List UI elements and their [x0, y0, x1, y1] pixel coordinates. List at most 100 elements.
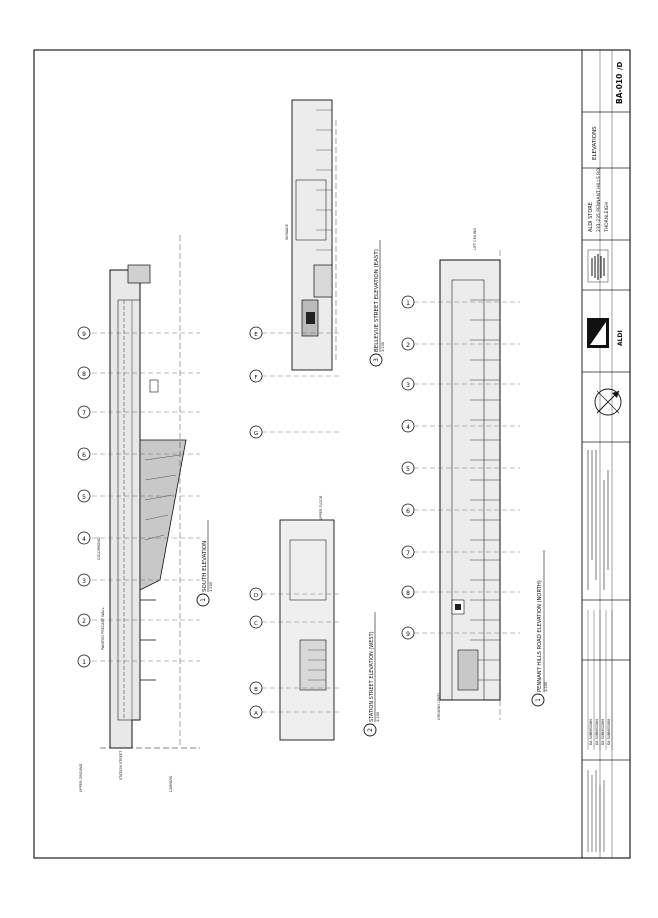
project-line-3: THORNLEIGH [604, 202, 610, 233]
svg-text:SOUTH ELEVATION: SOUTH ELEVATION [202, 541, 208, 592]
general-notes [587, 770, 605, 852]
svg-text:1: 1 [535, 698, 542, 702]
svg-text:6: 6 [406, 508, 410, 515]
elevation-title: 2 STATION STREET ELEVATION (WEST) 1:200 [363, 612, 380, 737]
elevation-title: 3 BELLEVUE STREET ELEVATION (EAST) 1:200 [369, 240, 385, 367]
revision-row: DA SUBMISSION [589, 719, 593, 745]
grid-bubble: 9 [77, 326, 91, 340]
grid-bubble: F [249, 369, 263, 383]
label-upper-ground: UPPER GROUND [79, 763, 83, 792]
grid-bubble: 8 [401, 585, 415, 599]
project-line-1: ALDI STORE [588, 202, 594, 232]
svg-text:3: 3 [406, 382, 410, 389]
revision-row: DA SUBMISSION [601, 719, 605, 745]
sheet-border [33, 49, 631, 859]
grid-bubble: 6 [401, 503, 415, 517]
aldi-logo: ALDI [587, 318, 624, 348]
grid-bubble: G [249, 425, 263, 439]
label-station-street: STATION STREET [119, 750, 123, 780]
grid-bubble: 8 [77, 366, 91, 380]
svg-text:1:200: 1:200 [209, 582, 213, 592]
label-signage: SIGNAGE [285, 224, 289, 240]
grid-bubble: 5 [401, 461, 415, 475]
svg-text:1: 1 [406, 300, 410, 307]
elevation-title: 1 SOUTH ELEVATION 1:200 [196, 520, 213, 607]
svg-text:1:200: 1:200 [544, 682, 548, 692]
grid-bubble: 9 [401, 626, 415, 640]
elevation-title: 1 PENNANT HILLS ROAD ELEVATION (NORTH) 1… [531, 550, 548, 707]
grid-bubble: 5 [77, 489, 91, 503]
north-arrow-icon [594, 388, 622, 416]
grid-bubble: 2 [401, 337, 415, 351]
project-line-2: 231-235 PENNANT HILLS RD [596, 168, 602, 232]
grid-bubble: 4 [401, 419, 415, 433]
svg-text:F: F [254, 375, 257, 381]
svg-text:5: 5 [406, 466, 410, 473]
svg-text:8: 8 [406, 590, 410, 597]
grid-bubble: 3 [77, 573, 91, 587]
svg-text:B: B [254, 687, 258, 693]
svg-text:9: 9 [82, 331, 86, 338]
revision-code: /D [616, 61, 624, 70]
svg-text:7: 7 [406, 550, 410, 557]
svg-text:5: 5 [82, 494, 86, 501]
grid-bubble: 3 [401, 377, 415, 391]
label-colorbond: COLORBOND [97, 537, 101, 560]
svg-text:E: E [254, 332, 258, 338]
svg-text:2: 2 [367, 728, 374, 732]
grid-bubble: C [249, 615, 263, 629]
drawing-title: ELEVATIONS [592, 126, 598, 160]
east-elevation: E F G SIGNAGE 3 BELLEVUE STREET ELEVATIO… [249, 99, 385, 439]
grid-bubble: 7 [77, 405, 91, 419]
grid-bubble: 6 [77, 447, 91, 461]
svg-text:3: 3 [373, 358, 380, 362]
west-elevation: D C B A UPPER FLOOR 2 STATION STREET ELE… [249, 495, 380, 741]
label-upper-floor: UPPER FLOOR [319, 495, 323, 520]
svg-text:A: A [254, 711, 258, 717]
svg-text:G: G [254, 431, 258, 437]
grid-bubble: 1 [401, 295, 415, 309]
svg-text:1: 1 [82, 659, 86, 666]
svg-text:C: C [254, 621, 258, 627]
south-elevation: 9 8 7 6 5 4 3 2 1 COLORBOND PAINTED PREC… [77, 235, 213, 792]
label-carpark: CARPARK [169, 775, 173, 792]
svg-text:STATION STREET ELEVATION (WEST: STATION STREET ELEVATION (WEST) [369, 631, 375, 722]
label-ground-level: GROUND LEVEL [437, 692, 441, 720]
revision-table [587, 610, 613, 750]
svg-text:4: 4 [406, 424, 410, 431]
revision-row: DA SUBMISSION [595, 719, 599, 745]
north-elevation: 1 2 3 4 5 6 7 8 9 LIFT CEILING GROUND LE… [401, 228, 548, 720]
drawing-number: BA-010 [615, 74, 624, 104]
label-lift-ceiling: LIFT CEILING [473, 228, 477, 250]
grid-bubble: 1 [77, 654, 91, 668]
grid-bubble: 7 [401, 545, 415, 559]
client-name: ALDI [617, 330, 624, 346]
grid-bubble: D [249, 587, 263, 601]
svg-text:1: 1 [200, 598, 207, 602]
south-grid-lines [92, 332, 200, 662]
grid-bubble: E [249, 326, 263, 340]
revision-row: DA SUBMISSION [607, 719, 611, 745]
title-block: BA-010 /D ELEVATIONS ALDI STORE 231-235 … [581, 50, 630, 858]
consultant-details [587, 450, 609, 590]
label-painted-precast: PAINTED PRECAST WALL [101, 607, 105, 650]
grid-bubble: A [249, 705, 263, 719]
grid-bubble: B [249, 681, 263, 695]
svg-text:D: D [254, 593, 258, 599]
svg-text:9: 9 [406, 631, 410, 638]
svg-text:BELLEVUE STREET ELEVATION (EAS: BELLEVUE STREET ELEVATION (EAST) [374, 249, 380, 352]
svg-text:2: 2 [82, 618, 86, 625]
consultant-logo [587, 249, 609, 283]
svg-text:1:200: 1:200 [381, 342, 385, 352]
svg-text:PENNANT HILLS ROAD ELEVATION (: PENNANT HILLS ROAD ELEVATION (NORTH) [537, 580, 543, 692]
grid-bubble: 2 [77, 613, 91, 627]
svg-text:1:200: 1:200 [376, 712, 380, 722]
svg-text:3: 3 [82, 578, 86, 585]
grid-bubble: 4 [77, 531, 91, 545]
svg-text:2: 2 [406, 342, 410, 349]
svg-text:4: 4 [82, 536, 86, 543]
svg-text:6: 6 [82, 452, 86, 459]
svg-text:8: 8 [82, 371, 86, 378]
svg-text:7: 7 [82, 410, 86, 417]
